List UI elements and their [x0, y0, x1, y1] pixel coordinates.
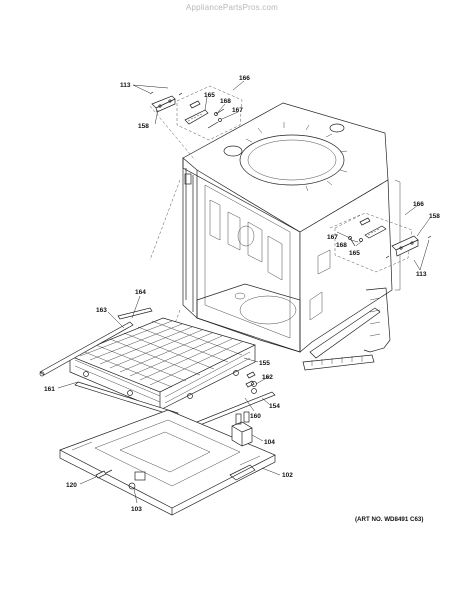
callout-154: 154: [269, 403, 280, 410]
callout-163: 163: [96, 307, 107, 314]
motor-part: [231, 411, 253, 447]
callout-161: 161: [44, 386, 55, 393]
callout-164-top: 164: [135, 289, 146, 296]
callout-120: 120: [66, 482, 77, 489]
callout-158-top: 158: [138, 123, 149, 130]
callout-166-right: 166: [413, 201, 424, 208]
callout-113-right: 113: [416, 271, 427, 278]
callout-labels: 113 166 165 168 167 158 166 158 167 168 …: [44, 75, 440, 513]
rail-left: [39, 321, 134, 376]
top-hinge-group: [149, 85, 243, 141]
dish-rack: [69, 317, 256, 411]
callout-167-right: 167: [327, 234, 338, 241]
base-pan: [59, 409, 276, 516]
callout-158-right: 158: [429, 213, 440, 220]
callout-165-right: 165: [349, 250, 360, 257]
callout-103: 103: [131, 506, 142, 513]
callout-167-top: 167: [232, 107, 243, 114]
art-number: (ART NO. WD8491 C63): [355, 516, 424, 523]
watermark: AppliancePartsPros.com: [186, 3, 278, 12]
callout-168-right: 168: [336, 242, 347, 249]
callout-160: 160: [250, 413, 261, 420]
callout-102: 102: [282, 472, 293, 479]
callout-168-top: 168: [220, 98, 231, 105]
callout-113-top: 113: [120, 82, 131, 89]
callout-104: 104: [264, 439, 275, 446]
callout-166-top: 166: [239, 75, 250, 82]
callout-165-top: 165: [204, 92, 215, 99]
leader-lines: [57, 80, 431, 504]
callout-155: 155: [259, 360, 270, 367]
tub-assembly: [182, 102, 401, 371]
callout-162: 162: [262, 374, 273, 381]
right-hinge-group: [334, 212, 432, 273]
